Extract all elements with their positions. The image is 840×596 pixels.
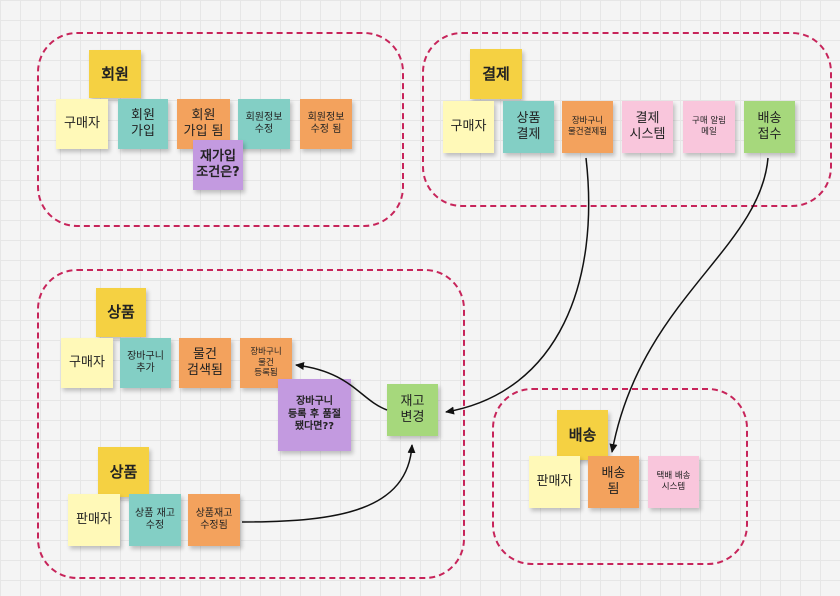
actor-buyer[interactable]: 구매자 bbox=[443, 101, 494, 153]
command-product-payment[interactable]: 상품 결제 bbox=[503, 101, 554, 153]
event-stock-edited[interactable]: 상품재고 수정됨 bbox=[188, 494, 240, 546]
actor-buyer[interactable]: 구매자 bbox=[56, 99, 108, 149]
group-member bbox=[37, 32, 404, 227]
title-delivery[interactable]: 배송 bbox=[557, 410, 608, 460]
title-payment[interactable]: 결제 bbox=[470, 49, 522, 99]
event-member-info-edited[interactable]: 회원정보 수정 됨 bbox=[300, 99, 352, 149]
event-cart-item-paid[interactable]: 장바구니 물건결제됨 bbox=[562, 101, 613, 153]
title-product-stock[interactable]: 상품 bbox=[98, 447, 149, 497]
command-add-cart[interactable]: 장바구니 추가 bbox=[120, 338, 171, 388]
question-rejoin-condition[interactable]: 재가입 조건은? bbox=[193, 140, 243, 190]
question-soldout-after-cart[interactable]: 장바구니 등록 후 품절 됐다면?? bbox=[278, 379, 351, 451]
title-member[interactable]: 회원 bbox=[89, 50, 141, 98]
event-delivered[interactable]: 배송 됨 bbox=[588, 456, 639, 508]
system-purchase-mail[interactable]: 구매 알림 메일 bbox=[683, 101, 735, 153]
system-payment[interactable]: 결제 시스템 bbox=[622, 101, 673, 153]
command-edit-stock[interactable]: 상품 재고 수정 bbox=[129, 494, 181, 546]
actor-seller[interactable]: 판매자 bbox=[68, 494, 120, 546]
group-product bbox=[37, 269, 465, 579]
actor-seller[interactable]: 판매자 bbox=[529, 456, 580, 508]
policy-stock-change[interactable]: 재고 변경 bbox=[387, 384, 438, 436]
policy-delivery-accept[interactable]: 배송 접수 bbox=[744, 101, 795, 153]
event-item-searched[interactable]: 물건 검색됨 bbox=[179, 338, 231, 388]
title-product-cart[interactable]: 상품 bbox=[96, 288, 146, 337]
command-signup[interactable]: 회원 가입 bbox=[118, 99, 168, 149]
command-edit-member-info[interactable]: 회원정보 수정 bbox=[238, 99, 290, 149]
actor-buyer[interactable]: 구매자 bbox=[61, 338, 113, 388]
system-courier-delivery[interactable]: 택배 배송 시스템 bbox=[648, 456, 699, 508]
